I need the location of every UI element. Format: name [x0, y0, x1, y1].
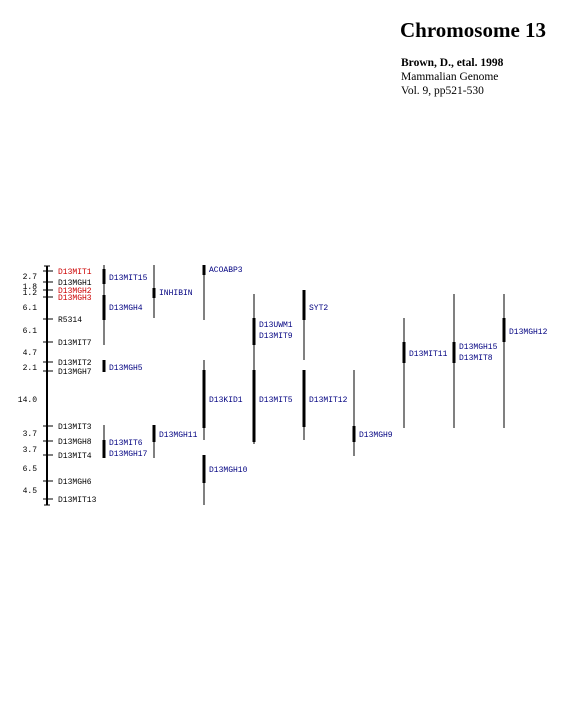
distance-label: 4.5: [23, 487, 38, 496]
distance-label: 6.5: [23, 465, 38, 474]
placed-marker-label: D13MIT9: [259, 332, 293, 341]
distance-label: 6.1: [23, 304, 38, 313]
distance-label: 6.1: [23, 327, 38, 336]
distance-label: 2.1: [23, 364, 38, 373]
citation-authors: Brown, D., etal. 1998: [401, 57, 504, 69]
citation-volume: Vol. 9, pp521-530: [401, 85, 484, 97]
framework-marker-label: D13MIT4: [58, 452, 92, 461]
framework-marker-label: D13MGH8: [58, 438, 92, 447]
chromosome-title: Chromosome 13: [400, 18, 547, 42]
placed-marker-label: D13MGH12: [509, 328, 548, 337]
framework-marker-label: D13MIT7: [58, 339, 92, 348]
bin-lines: [102, 265, 506, 505]
framework-marker-label: D13MGH6: [58, 478, 92, 487]
framework-marker-label: D13MIT2: [58, 359, 92, 368]
placed-marker-label: D13MIT15: [109, 274, 148, 283]
marker-labels: D13MIT1D13MGH1D13MGH2D13MGH3R5314D13MIT7…: [18, 266, 548, 505]
placed-marker-label: D13MGH11: [159, 431, 198, 440]
framework-marker-label: D13MIT1: [58, 268, 92, 277]
placed-marker-label: D13KID1: [209, 396, 243, 405]
distance-label: 4.7: [23, 349, 38, 358]
distance-label: 2.7: [23, 273, 38, 282]
citation: Brown, D., etal. 1998 Mammalian Genome V…: [401, 56, 503, 98]
distance-label: 3.7: [23, 446, 38, 455]
distance-label: 1.2: [23, 289, 38, 298]
placed-marker-label: D13MGH4: [109, 304, 143, 313]
placed-marker-label: D13MGH17: [109, 450, 148, 459]
placed-marker-label: D13MIT5: [259, 396, 293, 405]
framework-marker-label: D13MGH3: [58, 294, 92, 303]
placed-marker-label: D13MGH10: [209, 466, 248, 475]
placed-marker-label: D13MIT11: [409, 350, 448, 359]
placed-marker-label: D13MIT12: [309, 396, 348, 405]
placed-marker-label: D13MIT6: [109, 439, 143, 448]
framework-marker-label: D13MIT3: [58, 423, 92, 432]
framework-marker-label: D13MGH2: [58, 287, 92, 296]
placed-marker-label: D13MGH15: [459, 343, 498, 352]
framework-marker-label: R5314: [58, 316, 82, 325]
framework-marker-label: D13MGH1: [58, 279, 92, 288]
citation-journal: Mammalian Genome: [401, 71, 499, 83]
placed-marker-label: D13MGH9: [359, 431, 393, 440]
distance-label: 14.0: [18, 396, 37, 405]
placed-marker-label: D13UWM1: [259, 321, 293, 330]
placed-marker-label: D13MIT8: [459, 354, 493, 363]
placed-marker-label: SYT2: [309, 304, 328, 313]
distance-label: 1.8: [23, 283, 38, 292]
placed-marker-label: INHIBIN: [159, 289, 193, 298]
framework-marker-label: D13MGH7: [58, 368, 92, 377]
framework-axis: [43, 265, 53, 506]
framework-marker-label: D13MIT13: [58, 496, 97, 505]
placed-marker-label: D13MGH5: [109, 364, 143, 373]
distance-label: 3.7: [23, 430, 38, 439]
placed-marker-label: ACOABP3: [209, 266, 243, 275]
